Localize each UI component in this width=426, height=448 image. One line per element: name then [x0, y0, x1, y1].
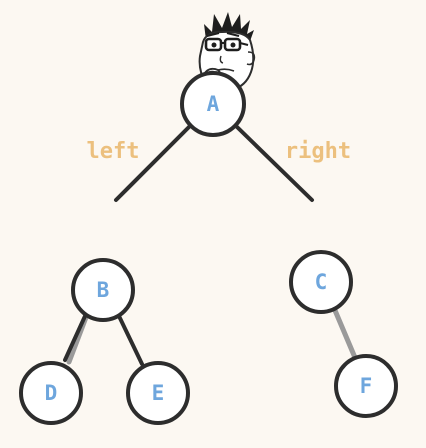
edge-c-f: [331, 305, 359, 363]
edge-label-right: right: [285, 139, 351, 164]
node-f-label: F: [360, 374, 373, 398]
node-f: F: [334, 354, 398, 418]
edge-b-d: [63, 312, 88, 362]
node-e: E: [126, 361, 190, 425]
node-e-label: E: [152, 381, 165, 405]
edge-root-left: [114, 124, 192, 202]
node-a: A: [180, 71, 246, 137]
node-d-label: D: [45, 381, 58, 405]
edge-b-e: [116, 312, 144, 366]
node-b-label: B: [97, 278, 110, 302]
edge-root-right: [234, 124, 314, 202]
node-a-label: A: [207, 92, 220, 116]
node-c: C: [289, 250, 353, 314]
edge-label-left: left: [87, 139, 140, 164]
node-c-label: C: [315, 270, 328, 294]
node-b: B: [71, 258, 135, 322]
node-d: D: [19, 361, 83, 425]
